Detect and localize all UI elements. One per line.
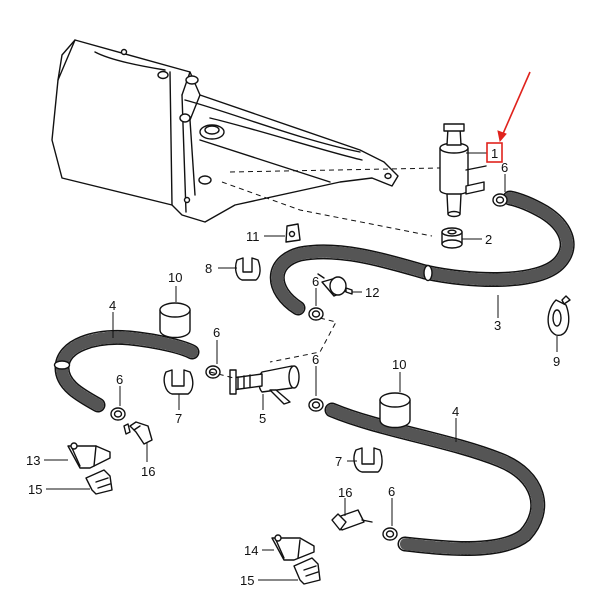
callout-14: 14 <box>244 543 258 558</box>
callout-4: 4 <box>109 298 116 313</box>
arrow-head-icon <box>497 130 507 143</box>
callout-6: 6 <box>213 325 220 340</box>
callout-6: 6 <box>501 160 508 175</box>
callout-3: 3 <box>494 318 501 333</box>
callout-8: 8 <box>205 261 212 276</box>
washer-pump <box>439 123 487 218</box>
callout-6: 6 <box>116 372 123 387</box>
cable-strap <box>547 295 571 336</box>
distribution-valve <box>229 365 300 405</box>
callout-labels: 1 2 3 4 4 5 6 6 6 6 6 6 7 7 8 9 10 10 11… <box>26 146 560 588</box>
check-valve <box>317 273 353 297</box>
assembly-line-hose <box>221 181 433 237</box>
callout-5: 5 <box>259 411 266 426</box>
hose-4-right <box>324 402 546 556</box>
pump-grommet <box>441 227 463 249</box>
callout-16: 16 <box>338 485 352 500</box>
callout-6: 6 <box>388 484 395 499</box>
hose-4-left <box>53 329 200 413</box>
callout-11: 11 <box>246 229 260 244</box>
callout-9: 9 <box>553 354 560 369</box>
callout-1: 1 <box>491 146 498 161</box>
nozzle-clip <box>85 469 321 585</box>
callout-13: 13 <box>26 453 40 468</box>
highlight-box <box>486 142 503 163</box>
callout-6: 6 <box>312 274 319 289</box>
callout-7: 7 <box>335 454 342 469</box>
highlight-arrow <box>501 71 531 137</box>
callout-15: 15 <box>240 573 254 588</box>
hose-clip <box>163 257 383 473</box>
highlight-annotation <box>486 71 531 163</box>
assembly-line-pump <box>229 167 441 173</box>
callout-6: 6 <box>312 352 319 367</box>
hose-3 <box>269 190 575 316</box>
callout-2: 2 <box>485 232 492 247</box>
callout-10: 10 <box>168 270 182 285</box>
callout-15: 15 <box>28 482 42 497</box>
callout-10: 10 <box>392 357 406 372</box>
washer-nozzle <box>67 442 315 561</box>
callout-7: 7 <box>175 411 182 426</box>
leader-lines <box>44 152 558 581</box>
washer-reservoir <box>51 39 399 223</box>
mounting-bracket <box>285 223 301 243</box>
hose-clamp <box>110 193 508 541</box>
callout-12: 12 <box>365 285 379 300</box>
callout-16: 16 <box>141 464 155 479</box>
elbow-connector <box>123 421 373 531</box>
callout-4: 4 <box>452 404 459 419</box>
rubber-mount <box>159 302 411 429</box>
